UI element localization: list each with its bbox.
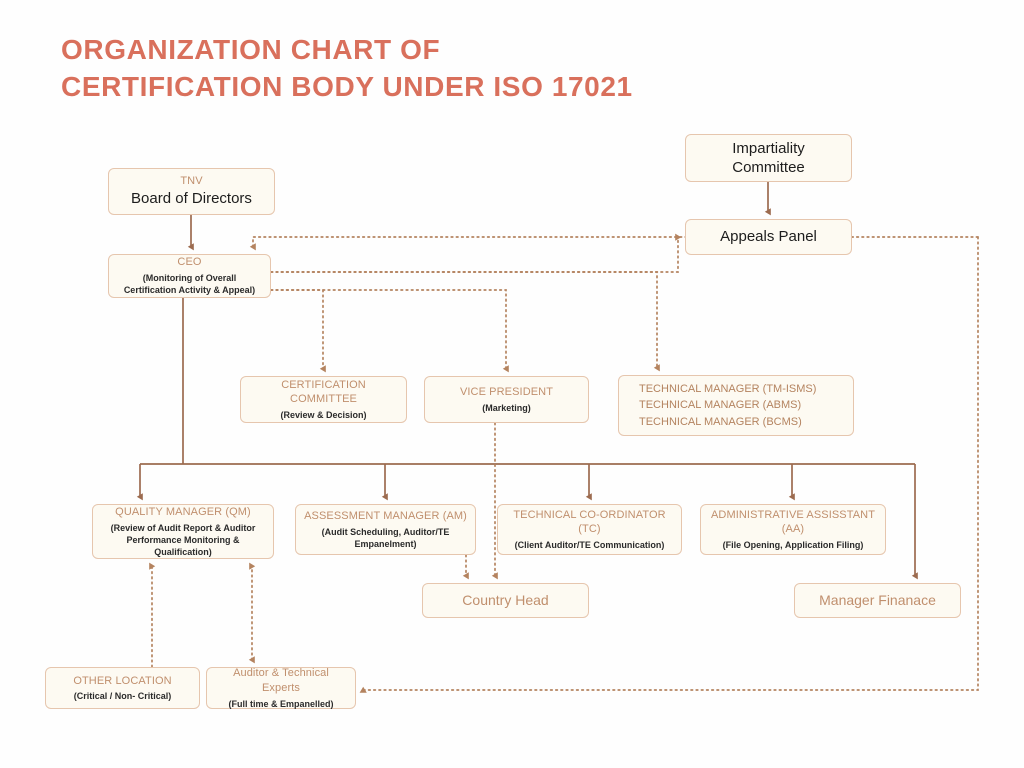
node-other-location[interactable]: OTHER LOCATION (Critical / Non- Critical… xyxy=(45,667,200,709)
ceo-label: CEO xyxy=(177,256,202,269)
manager-finance-name: Manager Finanace xyxy=(819,592,936,609)
ceo-sub-line-1: (Monitoring of Overall xyxy=(142,273,237,284)
node-impartiality-committee[interactable]: Impartiality Committee xyxy=(685,134,852,182)
admin-assistant-label-line-1: ADMINISTRATIVE ASSISSTANT xyxy=(710,508,876,521)
admin-assistant-sub: (File Opening, Application Filing) xyxy=(722,540,864,551)
quality-manager-sub-line-2: Performance Monitoring & Qualification) xyxy=(126,534,240,557)
quality-manager-label: QUALITY MANAGER (QM) xyxy=(115,505,251,518)
connector-appeals-to-auditors xyxy=(359,236,979,693)
impartiality-line-1: Impartiality xyxy=(732,139,805,157)
node-quality-manager[interactable]: QUALITY MANAGER (QM) (Review of Audit Re… xyxy=(92,504,274,559)
quality-manager-sub-line-1: (Review of Audit Report & Auditor xyxy=(110,522,256,533)
vice-president-label: VICE PRESIDENT xyxy=(459,386,554,398)
admin-assistant-label-line-2: (AA) xyxy=(781,523,805,536)
assessment-manager-label: ASSESSMENT MANAGER (AM) xyxy=(304,509,467,522)
board-label: TNV xyxy=(180,175,203,188)
technical-coordinator-label: TECHNICAL CO-ORDINATOR (TC) xyxy=(513,508,666,536)
node-country-head[interactable]: Country Head xyxy=(422,583,589,618)
connector-appeals-to-ceo xyxy=(249,236,979,251)
node-manager-finance[interactable]: Manager Finanace xyxy=(794,583,961,618)
auditors-sub: (Full time & Empanelled) xyxy=(228,698,334,709)
other-location-label: OTHER LOCATION xyxy=(73,674,172,687)
vice-president-sub: (Marketing) xyxy=(482,402,531,413)
node-certification-committee[interactable]: CERTIFICATION COMMITTEE (Review & Decisi… xyxy=(240,376,407,423)
certification-committee-label: CERTIFICATION COMMITTEE xyxy=(281,378,366,406)
auditors-label: Auditor & Technical Experts xyxy=(233,667,329,694)
title-line-2: Certification Body under ISO 17021 xyxy=(61,70,633,102)
country-head-name: Country Head xyxy=(462,592,549,609)
assessment-manager-sub: (Audit Scheduling, Auditor/TE Empanelmen… xyxy=(321,526,450,549)
technical-coordinator-sub: (Client Auditor/TE Communication) xyxy=(514,540,665,551)
other-location-sub: (Critical / Non- Critical) xyxy=(73,691,172,702)
node-ceo[interactable]: CEO (Monitoring of Overall Certification… xyxy=(108,254,271,298)
ceo-sub-line-2: Certification Activity & Appeal) xyxy=(123,285,256,296)
node-technical-managers[interactable]: TECHNICAL MANAGER (TM-ISMS) TECHNICAL MA… xyxy=(618,375,854,436)
node-assessment-manager[interactable]: ASSESSMENT MANAGER (AM) (Audit Schedulin… xyxy=(295,504,476,555)
node-appeals-panel[interactable]: Appeals Panel xyxy=(685,219,852,255)
technical-manager-line-3: TECHNICAL MANAGER (BCMS) xyxy=(639,415,802,428)
board-name: Board of Directors xyxy=(131,190,252,208)
connector-ceo-to-technical-managers xyxy=(270,271,660,372)
node-board-of-directors[interactable]: TNV Board of Directors xyxy=(108,168,275,215)
node-auditors-technical-experts[interactable]: Auditor & Technical Experts (Full time &… xyxy=(206,667,356,709)
technical-manager-line-1: TECHNICAL MANAGER (TM-ISMS) xyxy=(639,382,817,395)
node-administrative-assistant[interactable]: ADMINISTRATIVE ASSISSTANT (AA) (File Ope… xyxy=(700,504,886,555)
connector-ceo-to-appeals xyxy=(270,233,682,273)
node-vice-president[interactable]: VICE PRESIDENT (Marketing) xyxy=(424,376,589,423)
impartiality-line-2: Committee xyxy=(732,159,805,176)
technical-manager-line-2: TECHNICAL MANAGER (ABMS) xyxy=(639,399,802,412)
connector-ceo-to-certification-committee xyxy=(270,289,326,373)
connector-ceo-to-vice-president xyxy=(270,289,509,373)
appeals-panel-name: Appeals Panel xyxy=(720,228,817,246)
certification-committee-sub: (Review & Decision) xyxy=(280,410,367,421)
node-technical-coordinator[interactable]: TECHNICAL CO-ORDINATOR (TC) (Client Audi… xyxy=(497,504,682,555)
page-title: Organization Chart of Certification Body… xyxy=(61,32,761,106)
title-line-1: Organization Chart of xyxy=(61,34,441,65)
